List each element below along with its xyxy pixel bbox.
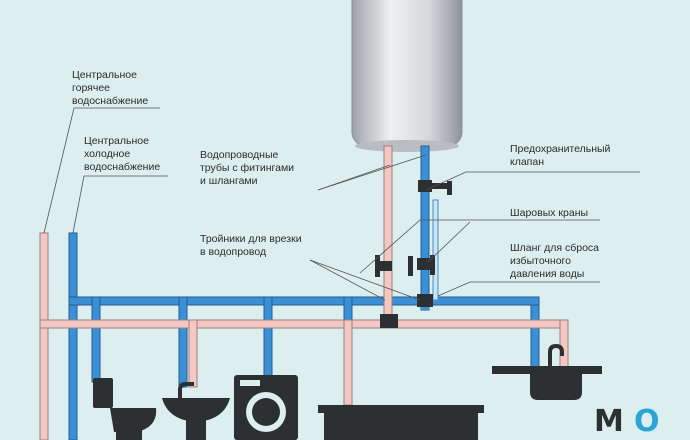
logo-letter-m: M bbox=[594, 404, 624, 439]
toilet-icon bbox=[93, 378, 157, 440]
sink-icon bbox=[162, 382, 230, 440]
label-tees: Тройники для врезки в водопровод bbox=[200, 233, 302, 258]
label-safety-valve: Предохранительный клапан bbox=[510, 143, 611, 168]
boiler-icon bbox=[351, 0, 463, 152]
label-pipes-fittings: Водопроводные трубы с фитингами и шланга… bbox=[200, 149, 295, 187]
label-drain-hose: Шланг для сброса избыточного давления во… bbox=[510, 242, 600, 280]
label-cold-supply: Центральное холодное водоснабжение bbox=[84, 135, 161, 173]
label-ball-valves: Шаровых краны bbox=[510, 207, 589, 219]
kitchen-sink-icon bbox=[492, 344, 602, 400]
drain-hose bbox=[432, 199, 439, 301]
tee-icon bbox=[380, 294, 433, 328]
bathtub-icon bbox=[318, 405, 484, 440]
cold-water-pipes bbox=[68, 145, 540, 440]
hot-water-pipes bbox=[39, 145, 569, 440]
washing-machine-icon bbox=[234, 375, 298, 440]
logo-letter-o: O bbox=[634, 404, 660, 439]
leader-lines bbox=[43, 107, 640, 301]
valve-icon bbox=[375, 180, 452, 277]
label-hot-supply: Центральное горячее водоснабжение bbox=[72, 69, 149, 107]
